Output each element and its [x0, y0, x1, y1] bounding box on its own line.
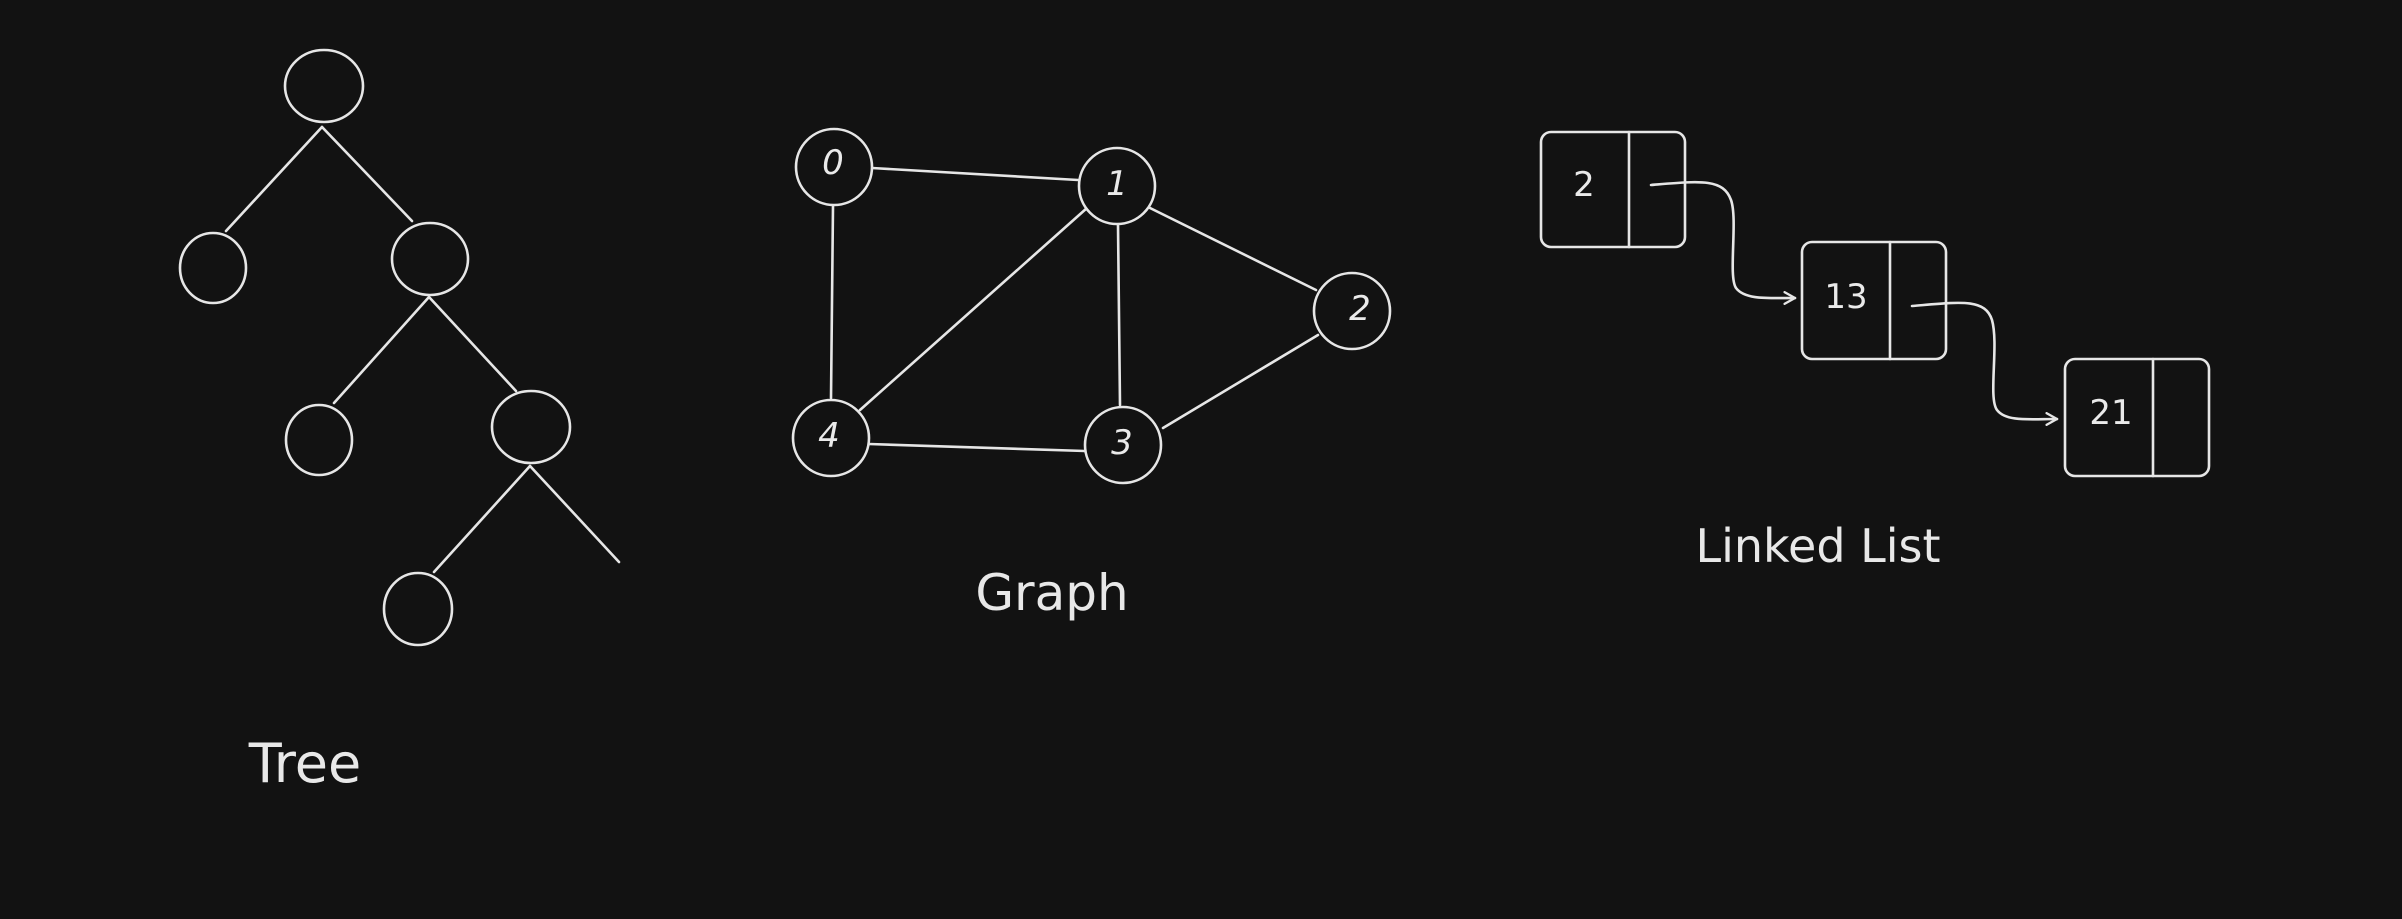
tree-node	[390, 221, 470, 297]
list-node-value: 21	[2089, 393, 2132, 433]
linked-list-caption: Linked List	[1695, 519, 1940, 573]
tree-edge	[528, 464, 621, 564]
graph-edge-0-1	[870, 166, 1080, 182]
graph-node-label: 2	[1349, 289, 1371, 329]
graph-node-label: 4	[818, 416, 840, 456]
list-node-2: 13	[1800, 240, 1948, 361]
graph-caption: Graph	[975, 564, 1128, 622]
graph-edge-1-3	[1116, 223, 1122, 407]
tree-node	[382, 571, 454, 647]
graph-edge-0-4	[829, 204, 835, 400]
list-node-value: 2	[1573, 165, 1595, 205]
graph-node-3: 3	[1083, 405, 1163, 485]
list-node-3: 21	[2063, 357, 2211, 478]
graph-node-0: 0	[794, 127, 874, 207]
tree-node	[284, 403, 354, 477]
graph-node-2: 2	[1312, 271, 1392, 351]
graph-edge-3-2	[1161, 333, 1320, 430]
graph-edge-1-2	[1148, 206, 1318, 292]
graph-edge-4-3	[867, 442, 1087, 453]
list-node-1: 2	[1539, 130, 1687, 249]
graph-node-label: 0	[822, 143, 844, 183]
graph-node-1: 1	[1077, 146, 1157, 226]
tree-node	[178, 231, 248, 305]
tree-node	[490, 389, 572, 465]
tree-edge	[427, 295, 518, 393]
tree-diagram: Tree	[178, 48, 621, 795]
tree-edge	[332, 295, 431, 405]
graph-diagram: 0 1 2 3 4 Graph	[791, 127, 1392, 622]
list-pointer-arrow	[1649, 180, 1797, 306]
tree-node-root	[283, 48, 365, 124]
list-node-value: 13	[1824, 277, 1867, 317]
graph-edge-1-4	[858, 206, 1089, 412]
graph-node-label: 3	[1111, 423, 1133, 463]
tree-edge	[432, 464, 532, 574]
graph-node-label: 1	[1106, 164, 1128, 204]
tree-edge	[224, 125, 324, 233]
linked-list-diagram: 2 13 21 Linked List	[1539, 130, 2211, 573]
graph-node-4: 4	[791, 398, 871, 478]
tree-edge	[320, 125, 414, 223]
tree-caption: Tree	[248, 732, 362, 795]
list-pointer-arrow	[1910, 301, 2059, 427]
